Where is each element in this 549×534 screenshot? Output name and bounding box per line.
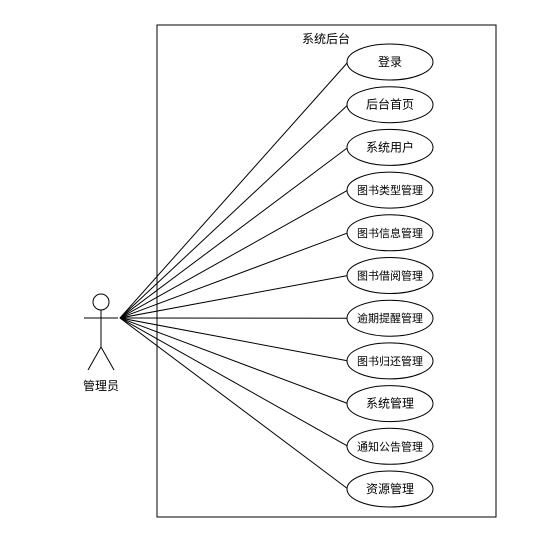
association-line bbox=[119, 61, 349, 319]
association-line bbox=[119, 146, 349, 319]
use-case-ellipse bbox=[346, 257, 434, 294]
association-line bbox=[119, 317, 349, 405]
use-case-resource-mgmt[interactable]: 资源管理 bbox=[346, 470, 434, 508]
use-case-book-return-mgmt[interactable]: 图书归还管理 bbox=[346, 342, 434, 380]
use-case-label: 登录 bbox=[378, 54, 402, 69]
use-case-label: 图书借阅管理 bbox=[357, 269, 423, 283]
actor-label: 管理员 bbox=[83, 378, 119, 393]
use-case-login[interactable]: 登录 bbox=[346, 43, 434, 81]
association-line bbox=[119, 189, 349, 319]
use-case-book-type-mgmt[interactable]: 图书类型管理 bbox=[346, 171, 434, 209]
use-case-label: 图书归还管理 bbox=[357, 354, 423, 368]
association-line bbox=[119, 104, 349, 319]
actor-figure bbox=[84, 293, 118, 371]
actor-right-leg bbox=[100, 346, 115, 371]
system-boundary bbox=[156, 24, 497, 518]
actor-left-leg bbox=[87, 346, 102, 371]
actor-head bbox=[92, 293, 110, 311]
use-case-label: 系统管理 bbox=[366, 396, 414, 411]
use-case-ellipse bbox=[346, 171, 434, 209]
use-case-ellipse bbox=[346, 342, 434, 380]
association-line bbox=[119, 317, 349, 490]
use-case-system-mgmt[interactable]: 系统管理 bbox=[346, 385, 434, 423]
use-case-ellipse bbox=[346, 86, 434, 124]
association-line bbox=[119, 232, 349, 319]
use-case-group: 登录后台首页系统用户图书类型管理图书信息管理图书借阅管理逾期提醒管理图书归还管理… bbox=[346, 43, 434, 508]
use-case-ellipse bbox=[346, 214, 434, 252]
use-case-notice-mgmt[interactable]: 通知公告管理 bbox=[346, 427, 434, 465]
use-case-label: 图书类型管理 bbox=[357, 183, 423, 197]
use-case-overdue-reminder-mgmt[interactable]: 逾期提醒管理 bbox=[346, 299, 434, 337]
use-case-ellipse bbox=[346, 299, 434, 337]
use-case-ellipse bbox=[346, 43, 434, 81]
use-case-ellipse bbox=[346, 128, 434, 166]
association-lines bbox=[119, 61, 349, 490]
use-case-book-borrow-mgmt[interactable]: 图书借阅管理 bbox=[346, 257, 434, 294]
system-title: 系统后台 bbox=[302, 31, 350, 46]
association-line bbox=[119, 317, 349, 362]
use-case-label: 资源管理 bbox=[366, 481, 414, 496]
use-case-label: 后台首页 bbox=[366, 97, 414, 112]
association-line bbox=[119, 275, 349, 319]
use-case-label: 通知公告管理 bbox=[357, 439, 423, 453]
use-case-ellipse bbox=[346, 427, 434, 465]
use-case-ellipse bbox=[346, 470, 434, 508]
use-case-system-users[interactable]: 系统用户 bbox=[346, 128, 434, 166]
association-line bbox=[119, 317, 349, 447]
use-case-book-info-mgmt[interactable]: 图书信息管理 bbox=[346, 214, 434, 252]
use-case-label: 系统用户 bbox=[366, 139, 414, 154]
use-case-ellipse bbox=[346, 385, 434, 423]
use-case-label: 图书信息管理 bbox=[357, 226, 423, 240]
use-case-admin-home[interactable]: 后台首页 bbox=[346, 86, 434, 124]
use-case-label: 逾期提醒管理 bbox=[357, 311, 423, 325]
